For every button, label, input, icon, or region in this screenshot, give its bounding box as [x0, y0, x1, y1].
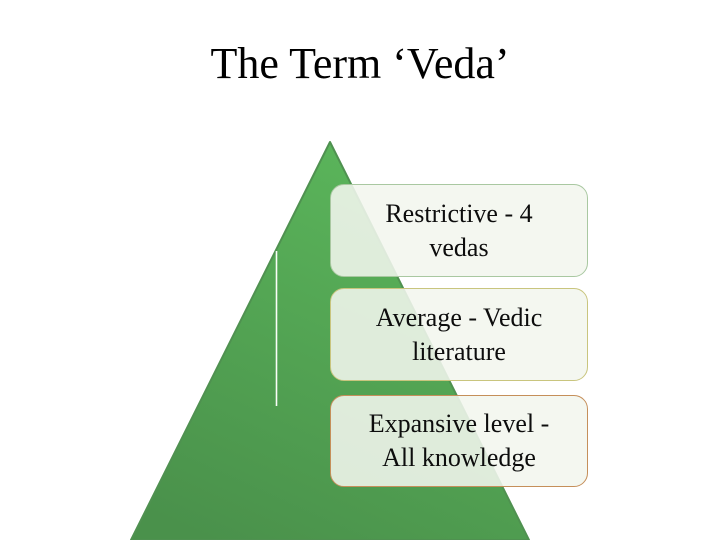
- pyramid-level-average-line2: literature: [412, 336, 506, 366]
- pyramid-level-restrictive-line1: Restrictive - 4: [385, 198, 533, 228]
- slide-title: The Term ‘Veda’: [210, 39, 510, 88]
- pyramid-level-restrictive: Restrictive - 4 vedas: [330, 184, 588, 277]
- pyramid-level-expansive-line1: Expansive level -: [368, 409, 550, 438]
- pyramid-level-restrictive-line2: vedas: [429, 232, 489, 262]
- pyramid-level-average: Average - Vedic literature: [330, 288, 588, 381]
- pyramid-level-expansive: Expansive level - All knowledge: [330, 395, 588, 487]
- pyramid-level-average-line1: Average - Vedic: [375, 302, 543, 332]
- pyramid-level-expansive-line2: All knowledge: [382, 443, 536, 472]
